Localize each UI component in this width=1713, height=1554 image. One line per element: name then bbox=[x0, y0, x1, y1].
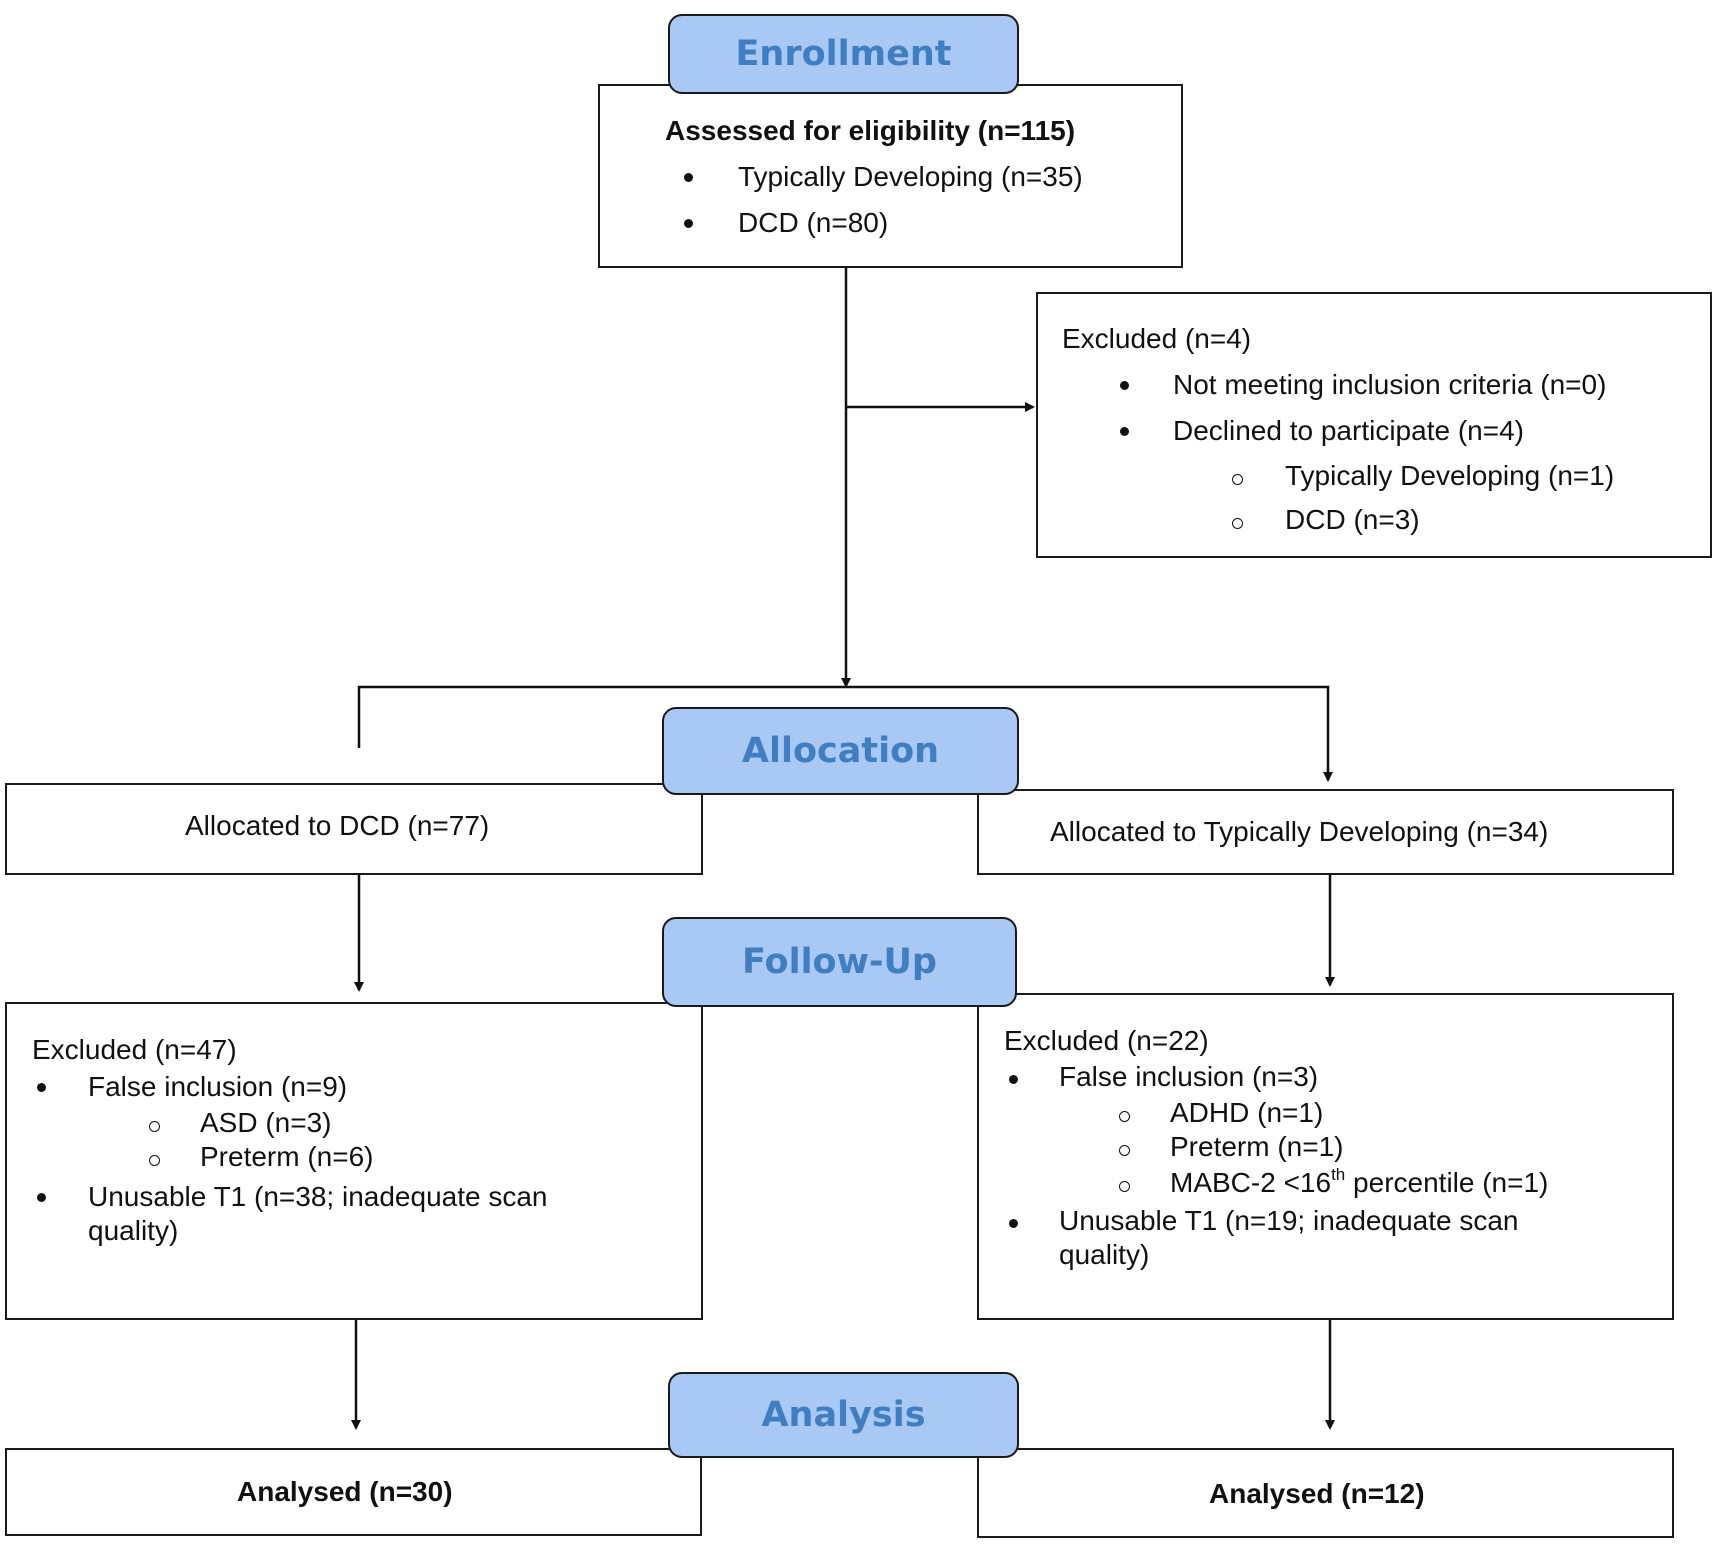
bullet bbox=[37, 1083, 46, 1092]
followup-dcd-false-inclusion: False inclusion (n=9) bbox=[88, 1071, 348, 1102]
sub-bullet bbox=[1232, 474, 1243, 485]
eligibility-item-td: Typically Developing (n=35) bbox=[738, 161, 1083, 192]
stage-enrollment: Enrollment bbox=[668, 14, 1019, 94]
sub-bullet bbox=[1119, 1181, 1130, 1192]
followup-dcd-box: Excluded (n=47) False inclusion (n=9) AS… bbox=[5, 1002, 703, 1320]
allocated-td-box: Allocated to Typically Developing (n=34) bbox=[977, 789, 1674, 875]
stage-allocation: Allocation bbox=[662, 707, 1019, 795]
allocated-dcd-box: Allocated to DCD (n=77) bbox=[5, 783, 703, 875]
allocation-split-line bbox=[357, 685, 1333, 782]
declined-td: Typically Developing (n=1) bbox=[1285, 460, 1615, 491]
bullet bbox=[1120, 427, 1129, 436]
sub-bullet bbox=[1232, 518, 1243, 529]
stage-analysis: Analysis bbox=[668, 1372, 1019, 1458]
bullet bbox=[1120, 381, 1129, 390]
declined-dcd: DCD (n=3) bbox=[1285, 504, 1420, 535]
followup-td-adhd: ADHD (n=1) bbox=[1170, 1097, 1324, 1128]
eligibility-title: Assessed for eligibility (n=115) bbox=[665, 115, 1076, 146]
bullet bbox=[1009, 1219, 1018, 1228]
followup-dcd-unusable-2: quality) bbox=[88, 1215, 179, 1246]
analysed-dcd-label: Analysed (n=30) bbox=[237, 1476, 453, 1507]
analysed-dcd-box: Analysed (n=30) bbox=[5, 1448, 702, 1536]
followup-dcd-unusable-1: Unusable T1 (n=38; inadequate scan bbox=[88, 1181, 548, 1212]
bullet bbox=[1009, 1075, 1018, 1084]
followup-td-preterm: Preterm (n=1) bbox=[1170, 1131, 1344, 1162]
followup-td-unusable-1: Unusable T1 (n=19; inadequate scan bbox=[1059, 1205, 1519, 1236]
followup-dcd-title: Excluded (n=47) bbox=[32, 1034, 237, 1065]
followup-td-mabc: MABC-2 <16th percentile (n=1) bbox=[1170, 1166, 1549, 1198]
excluded-enrollment-box: Excluded (n=4) Not meeting inclusion cri… bbox=[1036, 292, 1712, 558]
mabc-suffix: percentile (n=1) bbox=[1345, 1167, 1549, 1198]
excluded-not-meeting: Not meeting inclusion criteria (n=0) bbox=[1173, 369, 1607, 400]
followup-td-unusable-2: quality) bbox=[1059, 1239, 1150, 1270]
analysed-td-label: Analysed (n=12) bbox=[1209, 1478, 1425, 1509]
sub-bullet bbox=[149, 1155, 160, 1166]
sub-bullet bbox=[149, 1121, 160, 1132]
followup-td-box: Excluded (n=22) False inclusion (n=3) AD… bbox=[977, 993, 1674, 1320]
bullet bbox=[684, 173, 693, 182]
followup-dcd-asd: ASD (n=3) bbox=[200, 1107, 332, 1138]
followup-td-title: Excluded (n=22) bbox=[1004, 1025, 1209, 1056]
analysed-td-box: Analysed (n=12) bbox=[977, 1448, 1674, 1538]
bullet bbox=[684, 219, 693, 228]
sub-bullet bbox=[1119, 1145, 1130, 1156]
allocated-dcd-label: Allocated to DCD (n=77) bbox=[185, 810, 490, 841]
excluded-declined: Declined to participate (n=4) bbox=[1173, 415, 1524, 446]
excluded-enrollment-title: Excluded (n=4) bbox=[1062, 323, 1252, 354]
followup-dcd-preterm: Preterm (n=6) bbox=[200, 1141, 374, 1172]
mabc-superscript: th bbox=[1331, 1165, 1346, 1184]
followup-td-false-inclusion: False inclusion (n=3) bbox=[1059, 1061, 1319, 1092]
bullet bbox=[37, 1193, 46, 1202]
allocated-td-label: Allocated to Typically Developing (n=34) bbox=[1050, 816, 1549, 847]
sub-bullet bbox=[1119, 1111, 1130, 1122]
eligibility-item-dcd: DCD (n=80) bbox=[738, 207, 889, 238]
mabc-prefix: MABC-2 <16 bbox=[1170, 1167, 1332, 1198]
stage-follow-up: Follow-Up bbox=[662, 917, 1017, 1007]
